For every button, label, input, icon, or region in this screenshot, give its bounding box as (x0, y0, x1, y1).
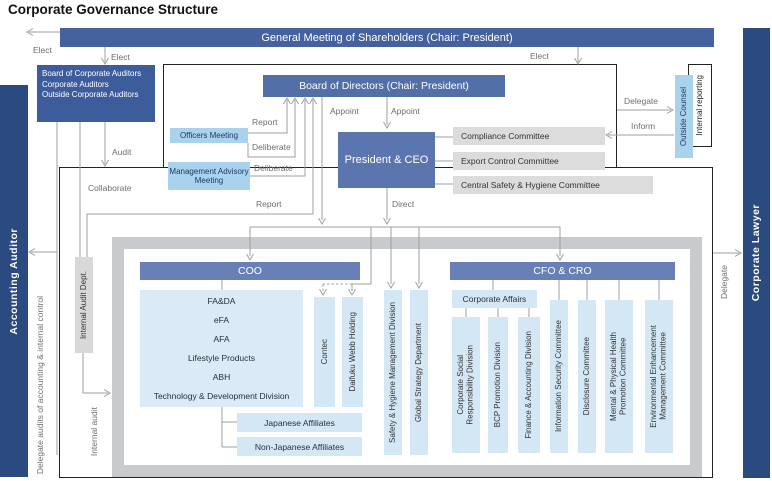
corporate-lawyer-bar: Corporate Lawyer (743, 28, 770, 478)
central-safety-hygiene-committee-box: Central Safety & Hygiene Committee (453, 176, 653, 194)
label-elect-3: Elect (530, 51, 549, 61)
label-internal-audit: Internal audit (89, 407, 99, 457)
bcp-promotion-division-box: BCP Promotion Division (488, 317, 508, 453)
label-delegate-counsel: Delegate (624, 96, 659, 106)
finance-accounting-division-label: Finance & Accounting Division (524, 331, 534, 439)
cfo-cro-banner: CFO & CRO (450, 262, 675, 280)
label-elect-1: Elect (33, 45, 52, 55)
compliance-committee-box: Compliance Committee (453, 127, 605, 145)
contec-box: Contec (314, 297, 335, 407)
environmental-enhancement-committee-box: Environmental Enhancement Management Com… (645, 300, 673, 453)
president-ceo-box: President & CEO (338, 132, 435, 188)
global-strategy-department-box: Global Strategy Department (410, 290, 428, 455)
label-delegate-lawyer: Delegate (718, 264, 729, 300)
delegate-counsel-arrow (617, 106, 674, 114)
corporate-affairs-box: Corporate Affairs (452, 290, 537, 308)
audit-arrow (101, 122, 109, 167)
outside-counsel-label: Outside Counsel (679, 86, 689, 147)
bcp-promotion-division-label: BCP Promotion Division (493, 342, 503, 428)
non-japanese-affiliates-box: Non-Japanese Affiliates (237, 437, 362, 456)
daifuku-webb-holding-box: Daifuku Webb Holding (342, 297, 363, 407)
label-report-internal: Report (256, 199, 282, 209)
label-audit: Audit (112, 147, 132, 157)
contec-label: Contec (319, 339, 329, 365)
board-of-directors-banner: Board of Directors (Chair: President) (263, 75, 505, 97)
label-deliberate-officers: Deliberate (252, 142, 291, 152)
corporate-lawyer-label: Corporate Lawyer (750, 204, 763, 302)
safety-hygiene-division-box: Safety & Hygiene Management Division (384, 290, 402, 455)
execution-frame (112, 237, 702, 477)
label-report-officers: Report (252, 117, 278, 127)
label-elect-2: Elect (111, 52, 130, 62)
finance-accounting-division-box: Finance & Accounting Division (518, 317, 540, 453)
page-title: Corporate Governance Structure (8, 2, 219, 17)
mental-physical-health-committee-box: Mental & Physical Health Promotion Commi… (605, 300, 633, 453)
delegate-lawyer-arrow (713, 249, 742, 257)
environmental-enhancement-committee-label: Environmental Enhancement Management Com… (649, 325, 668, 428)
accounting-auditor-bar: Accounting Auditor (0, 85, 28, 477)
general-meeting-banner: General Meeting of Shareholders (Chair: … (60, 28, 714, 47)
label-deliberate-advisory: Deliberate (254, 163, 293, 173)
information-security-committee-box: Information Security Committee (550, 300, 568, 453)
internal-audit-dept-box: Internal Audit Dept. (75, 257, 93, 353)
csr-division-box: Corporate Social Responsibility Division (452, 317, 480, 453)
outside-counsel-box: Outside Counsel (675, 75, 693, 158)
coo-banner: COO (140, 262, 360, 280)
information-security-committee-label: Information Security Committee (554, 320, 564, 433)
safety-hygiene-division-label: Safety & Hygiene Management Division (388, 302, 398, 443)
internal-reporting-label: Internal reporting (695, 75, 705, 136)
disclosure-committee-label: Disclosure Committee (582, 337, 592, 416)
mental-physical-health-committee-label: Mental & Physical Health Promotion Commi… (609, 332, 628, 421)
label-direct: Direct (392, 199, 415, 209)
management-advisory-meeting-box: Management Advisory Meeting (168, 162, 250, 190)
label-delegate-audits: Delegate audits of accounting & internal… (35, 295, 45, 475)
label-collaborate: Collaborate (88, 183, 132, 193)
label-appoint-1: Appoint (330, 106, 359, 116)
csr-division-label: Corporate Social Responsibility Division (456, 345, 475, 425)
label-appoint-2: Appoint (391, 106, 420, 116)
accounting-auditor-label: Accounting Auditor (7, 227, 20, 335)
export-control-committee-box: Export Control Committee (453, 152, 605, 170)
board-of-corporate-auditors-box: Board of Corporate Auditors Corporate Au… (37, 65, 155, 122)
internal-audit-dept-label: Internal Audit Dept. (79, 270, 89, 340)
disclosure-committee-box: Disclosure Committee (578, 300, 596, 453)
daifuku-webb-holding-label: Daifuku Webb Holding (347, 312, 357, 392)
officers-meeting-box: Officers Meeting (170, 128, 248, 143)
label-inform: Inform (631, 121, 656, 131)
japanese-affiliates-box: Japanese Affiliates (237, 413, 362, 432)
global-strategy-department-label: Global Strategy Department (414, 322, 424, 423)
coo-group-box: FA&DA eFA AFA Lifestyle Products ABH Tec… (140, 290, 303, 407)
